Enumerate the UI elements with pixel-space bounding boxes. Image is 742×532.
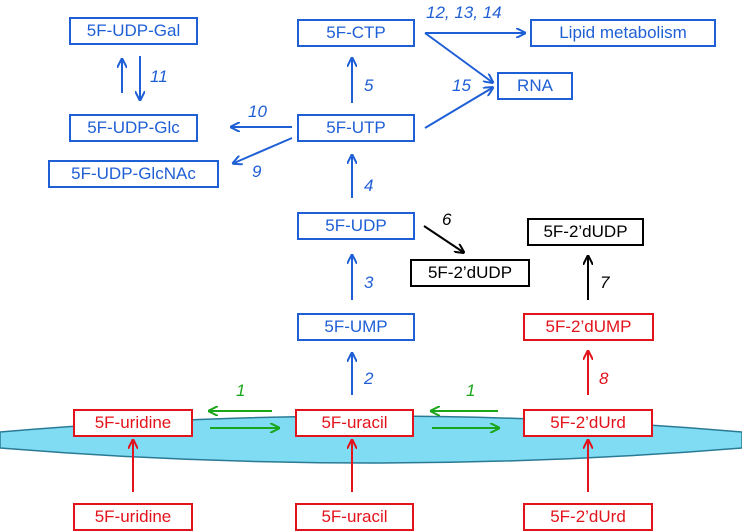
node-rna: RNA: [497, 72, 573, 100]
arrow-15: [424, 88, 492, 129]
step-label-12-13-14: 12, 13, 14: [426, 3, 502, 22]
step-label-15: 15: [452, 76, 471, 95]
step-label-11: 11: [150, 67, 168, 86]
node-5f-2durd-outside: 5F-2’dUrd: [523, 503, 653, 531]
node-5f-ctp: 5F-CTP: [297, 19, 415, 47]
step-label-10: 10: [248, 102, 267, 121]
step-label-6: 6: [442, 210, 452, 229]
node-5f-uracil-inside: 5F-uracil: [295, 409, 414, 437]
node-5f-utp: 5F-UTP: [297, 114, 415, 142]
node-5f-2dump: 5F-2’dUMP: [523, 313, 654, 341]
node-5f-udp: 5F-UDP: [297, 212, 415, 240]
step-label-1-left: 1: [236, 381, 246, 400]
node-5f-ump: 5F-UMP: [297, 313, 415, 341]
node-lipid-metabolism: Lipid metabolism: [530, 19, 716, 47]
arrow-6: [423, 225, 463, 252]
arrow-ctp-rna: [424, 32, 492, 82]
step-label-4: 4: [364, 176, 374, 195]
node-5f-udp-gal: 5F-UDP-Gal: [69, 17, 198, 45]
step-label-3: 3: [364, 273, 374, 292]
node-5f-2durd-inside: 5F-2’dUrd: [523, 409, 653, 437]
step-label-5: 5: [364, 76, 374, 95]
node-5f-uridine-outside: 5F-uridine: [73, 503, 193, 531]
step-label-2: 2: [364, 369, 374, 388]
arrow-9: [234, 137, 293, 163]
node-5f-udp-glc: 5F-UDP-Glc: [69, 114, 198, 142]
node-5f-uracil-outside: 5F-uracil: [295, 503, 414, 531]
step-label-8: 8: [599, 369, 609, 388]
node-5f-uridine-inside: 5F-uridine: [73, 409, 193, 437]
node-5f-udp-glcnac: 5F-UDP-GlcNAc: [48, 160, 219, 188]
node-5f-2dudp-mid: 5F-2’dUDP: [410, 259, 530, 287]
step-label-7: 7: [600, 273, 610, 292]
step-label-9: 9: [252, 162, 262, 181]
node-5f-2dudp-right: 5F-2’dUDP: [527, 218, 644, 246]
step-label-1-right: 1: [466, 381, 476, 400]
